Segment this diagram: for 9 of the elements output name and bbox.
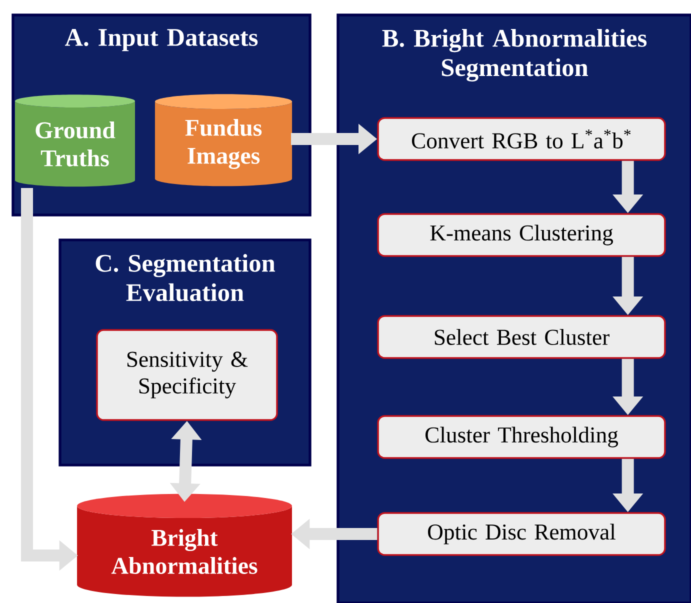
process-box: Select Best Cluster	[377, 315, 666, 359]
process-box: Convert RGB to L$^{*}$a$^{*}$b$^{*}$	[377, 117, 666, 161]
process-box: K-means Clustering	[377, 213, 666, 257]
process-box: Sensitivity & Specificity	[96, 329, 278, 421]
database-cylinder: Bright Abnormalities	[77, 494, 292, 597]
database-cylinder: Fundus Images	[154, 94, 292, 186]
database-cylinder: Ground Truths	[15, 94, 135, 187]
process-box: Optic Disc Removal	[377, 512, 666, 556]
process-box: Cluster Thresholding	[377, 415, 666, 459]
